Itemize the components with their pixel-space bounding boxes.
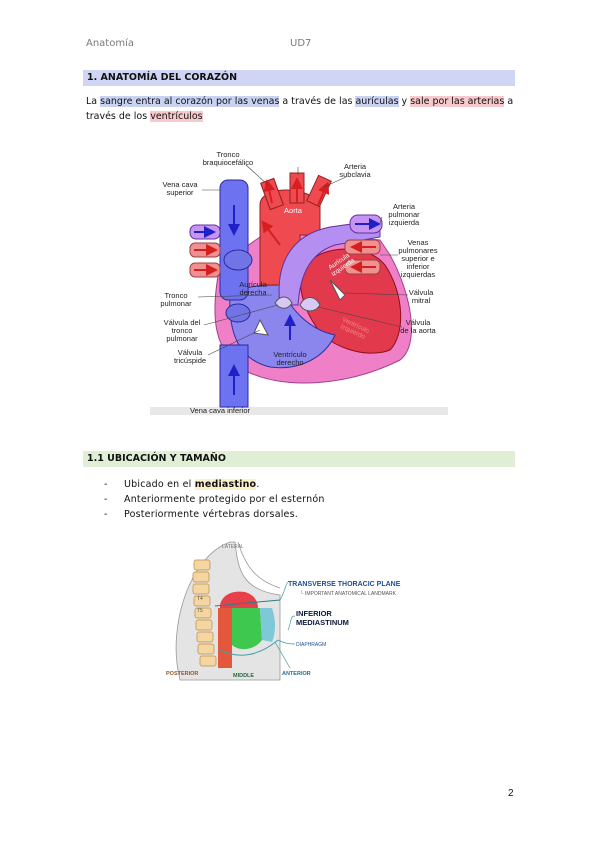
arrow-flow	[263, 179, 276, 204]
label-posterior: POSTERIOR	[166, 671, 198, 677]
diaphragm-line	[219, 639, 279, 656]
transverse-plane-line	[214, 599, 281, 607]
list-item: Anteriormente protegido por el esternón	[104, 492, 325, 507]
arrow-flow	[261, 220, 281, 246]
label-t4: T4	[197, 596, 203, 602]
header-title: Anatomía	[86, 38, 134, 49]
label-inferior-vena-cava: Vena cava inferior	[190, 406, 251, 415]
body-outline-front	[237, 541, 281, 589]
text: a través de los	[86, 96, 514, 122]
location-bullet-list: Ubicado en el mediastino. Anteriormente …	[104, 477, 325, 522]
text: a través de las	[279, 96, 356, 107]
right-atrium	[223, 249, 253, 271]
superior-mediastinum	[220, 591, 258, 608]
label-aorta: Aorta	[284, 206, 303, 215]
diagram-base-shadow	[150, 407, 448, 415]
highlight-atria: aurículas	[355, 96, 399, 107]
label-landmark: └ IMPORTANT ANATOMICAL LANDMARK	[300, 590, 397, 597]
text: y	[398, 96, 411, 107]
highlight-ventricles: ventrículos	[150, 111, 203, 122]
label-transverse-plane: TRANSVERSE THORACIC PLANE	[288, 581, 401, 588]
list-item: Posteriormente vértebras dorsales.	[104, 507, 325, 522]
label-diaphragm: DIAPHRAGM	[296, 642, 326, 648]
mediastinum-diagram: T4 T5 LATERAL TRANSVERSE THORACIC PLANE …	[160, 540, 450, 685]
highlight-arteries: sale por las arterias	[410, 96, 505, 107]
text: La	[86, 96, 101, 107]
list-item: Ubicado en el mediastino.	[104, 477, 325, 492]
aortic-valve	[299, 297, 321, 312]
anterior-mediastinum	[260, 608, 275, 642]
spine	[192, 559, 217, 667]
mitral-valve	[329, 279, 346, 301]
label-t5: T5	[197, 608, 203, 614]
text: Ubicado en el	[124, 479, 195, 490]
pulmonary-valve	[274, 296, 293, 309]
label-anterior: ANTERIOR	[282, 671, 311, 677]
page-number: 2	[508, 788, 514, 799]
header-unit: UD7	[290, 38, 312, 49]
highlight-veins: sangre entra al corazón por las venas	[100, 96, 280, 107]
section-title-anatomy: 1. ANATOMÍA DEL CORAZÓN	[83, 70, 515, 86]
section-title-location: 1.1 UBICACIÓN Y TAMAÑO	[83, 451, 515, 467]
text: .	[256, 479, 260, 490]
label-lateral: LATERAL	[222, 544, 244, 550]
right-atrium-lower	[225, 303, 251, 323]
highlight-mediastinum: mediastino	[194, 479, 257, 490]
posterior-mediastinum	[218, 608, 232, 668]
intro-paragraph: La sangre entra al corazón por las venas…	[86, 94, 526, 124]
label-leader-lines	[197, 164, 409, 356]
label-middle: MIDDLE	[233, 673, 254, 679]
middle-mediastinum	[232, 608, 262, 650]
arrow-flow	[317, 181, 330, 206]
mediastinum-leader-lines	[274, 581, 296, 669]
